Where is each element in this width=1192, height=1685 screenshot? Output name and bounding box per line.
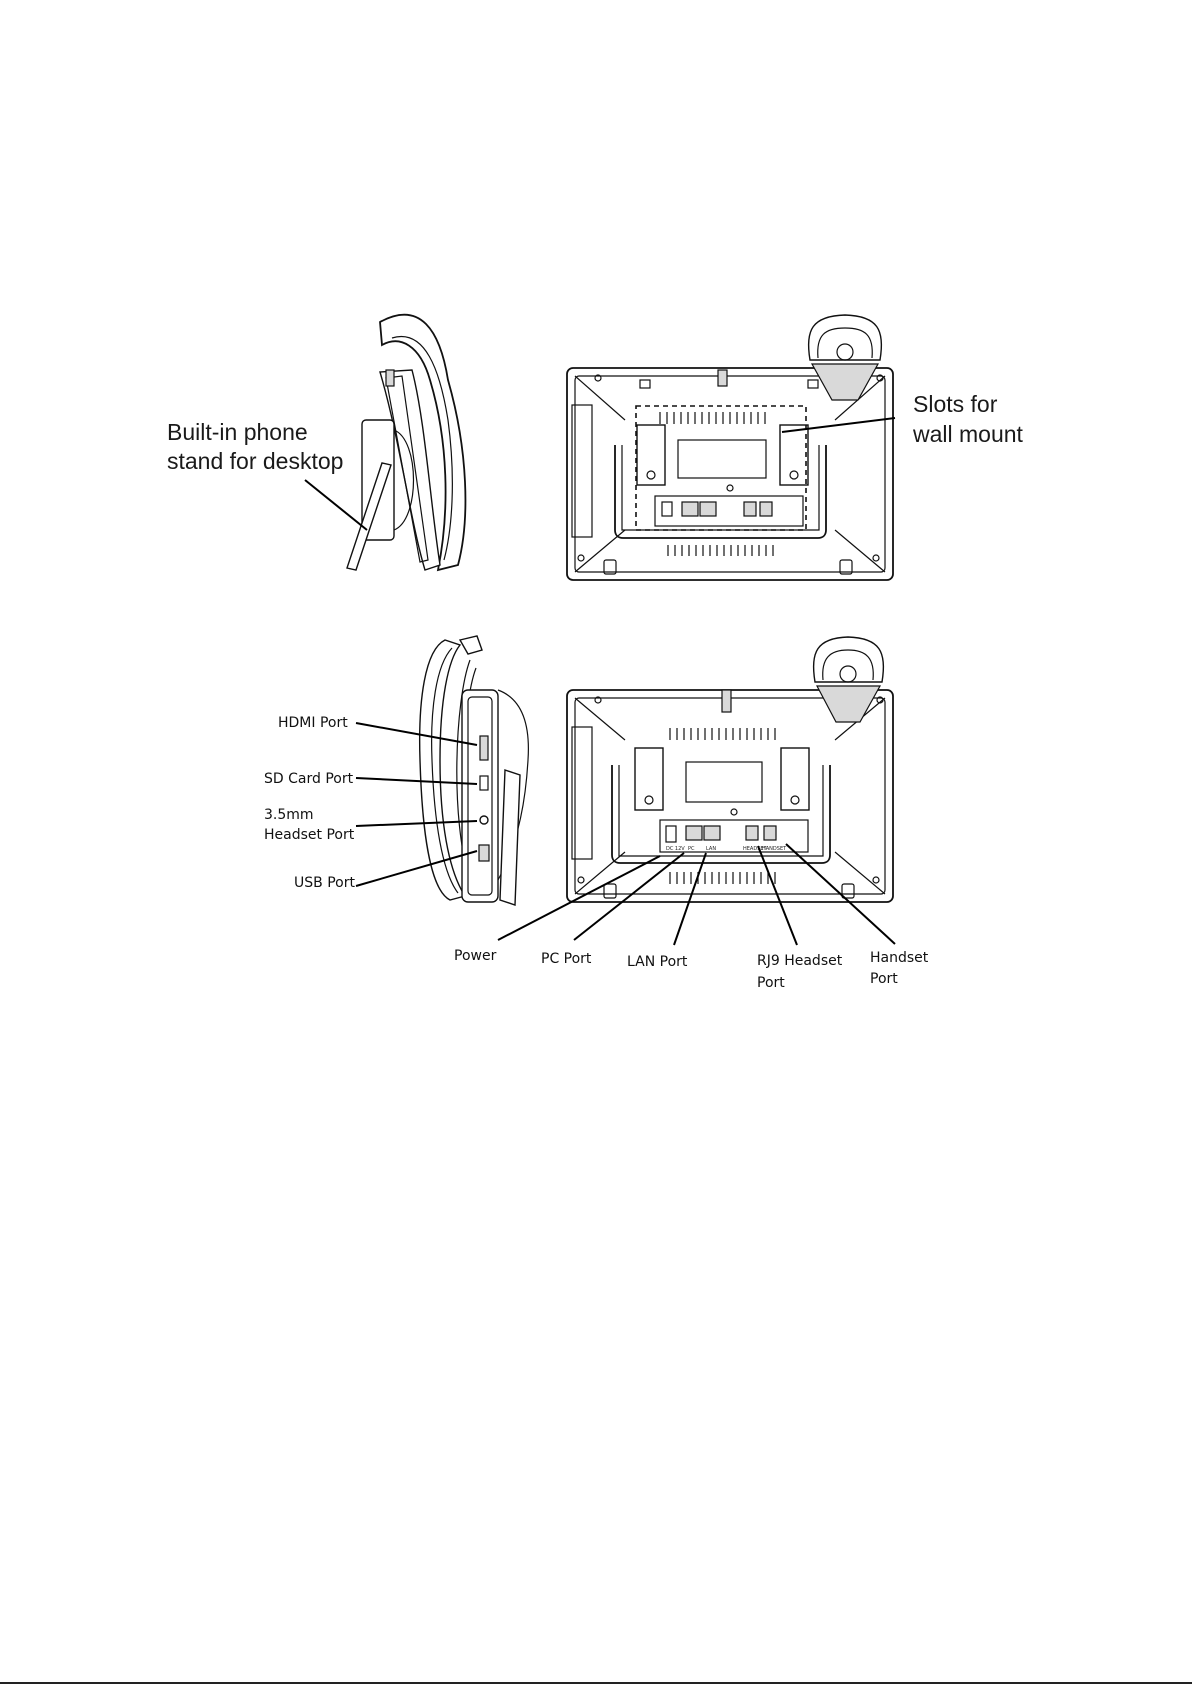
- rj9-port-shape: [746, 826, 758, 840]
- label-handset: Handset Port: [870, 950, 933, 987]
- label-lan: LAN Port: [627, 954, 688, 970]
- back-view-top: [567, 315, 893, 580]
- power-port-shape: [666, 826, 676, 842]
- stand-leader-line: [305, 480, 367, 530]
- usb-leader-line: [356, 851, 477, 886]
- label-stand: Built-in phone stand for desktop: [167, 419, 343, 474]
- usb-port-shape: [479, 845, 489, 861]
- label-pc: PC Port: [541, 951, 592, 967]
- power-leader-line: [498, 856, 660, 940]
- label-sd: SD Card Port: [264, 771, 354, 787]
- side-view-ports: [420, 636, 529, 905]
- label-power: Power: [454, 948, 497, 964]
- label-usb: USB Port: [294, 875, 355, 891]
- label-hdmi: HDMI Port: [278, 715, 348, 731]
- sd-leader-line: [356, 778, 477, 784]
- rj9-leader-line: [758, 846, 797, 945]
- mark-dc: DC 12V: [666, 846, 685, 852]
- pc-port-shape: [686, 826, 702, 840]
- mark-handset: HANDSET: [762, 846, 787, 852]
- mark-lan: LAN: [706, 846, 716, 852]
- lan-port-shape: [704, 826, 720, 840]
- back-view-bottom: DC 12V PC LAN HEADSET HANDSET: [567, 637, 893, 902]
- side-view-with-stand: [347, 315, 465, 570]
- pc-leader-line: [574, 853, 684, 940]
- lan-leader-line: [674, 853, 706, 945]
- handset-port-shape: [764, 826, 776, 840]
- hdmi-port-shape: [480, 736, 488, 760]
- label-headset35: 3.5mm Headset Port: [264, 807, 355, 843]
- page-bottom-rule: [0, 1682, 1192, 1684]
- headset-jack-shape: [480, 816, 488, 824]
- label-rj9: RJ9 Headset Port: [757, 953, 847, 991]
- label-slots: Slots for wall mount: [912, 391, 1024, 447]
- mark-pc: PC: [688, 846, 695, 852]
